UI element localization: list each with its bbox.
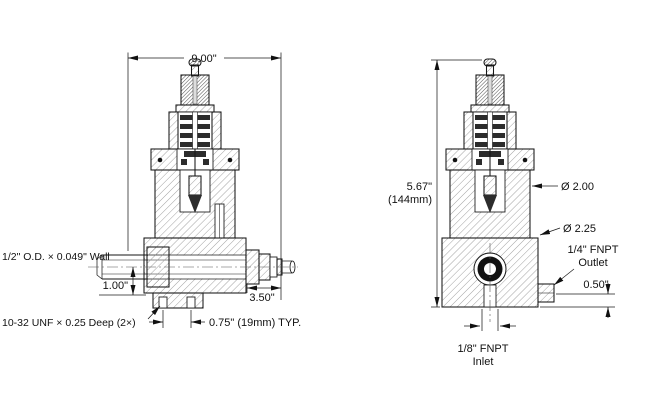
fitting-length-label: 3.50": [249, 292, 274, 304]
mounting-boss: [152, 292, 204, 309]
front-view: [441, 58, 555, 322]
knurled-knob: [470, 74, 510, 113]
outlet-label-line1: 1/4" FNPT: [568, 244, 619, 256]
knurled-knob: [175, 74, 215, 113]
tube-spec-label: 1/2" O.D. × 0.049" Wall: [2, 251, 110, 263]
adjustment-cap: [483, 58, 497, 77]
base-diameter-label: Ø 2.25: [563, 223, 596, 235]
overall-height-mm-label: (144mm): [388, 194, 432, 206]
front-view-dimensions: 5.67" (144mm) Ø 2.00 Ø 2.25 1/4" FNPT Ou…: [388, 59, 619, 368]
tap-spec-label: 10-32 UNF × 0.25 Deep (2×): [2, 317, 136, 329]
body-diameter-label: Ø 2.00: [561, 181, 594, 193]
tapped-hole: [158, 296, 168, 309]
valve-body-upper: [449, 149, 531, 239]
valve-body-upper: [154, 149, 236, 239]
dim-overall-width-label: 9.00": [191, 53, 216, 65]
tapped-hole: [186, 296, 196, 309]
spring-bonnet: [168, 111, 222, 150]
leader-line: [147, 305, 161, 320]
hole-spacing-label: 0.75" (19mm) TYP.: [209, 317, 301, 329]
inlet-label-line1: 1/8" FNPT: [458, 343, 509, 355]
side-view: [88, 58, 298, 309]
valve-body-lower: [441, 237, 555, 308]
spring-bonnet: [463, 111, 517, 150]
side-view-dimensions: 9.00" 1/2" O.D. × 0.049" Wall 1.00" 10-3…: [2, 52, 301, 329]
inlet-tube: [96, 254, 148, 280]
leader-line: [553, 268, 575, 286]
outlet-offset-label: 0.50": [583, 279, 608, 291]
port-height-label: 1.00": [103, 280, 128, 292]
overall-height-in-label: 5.67": [407, 181, 432, 193]
leader-line: [539, 227, 561, 236]
inlet-label-line2: Inlet: [473, 356, 494, 368]
outlet-label-line2: Outlet: [578, 257, 607, 269]
